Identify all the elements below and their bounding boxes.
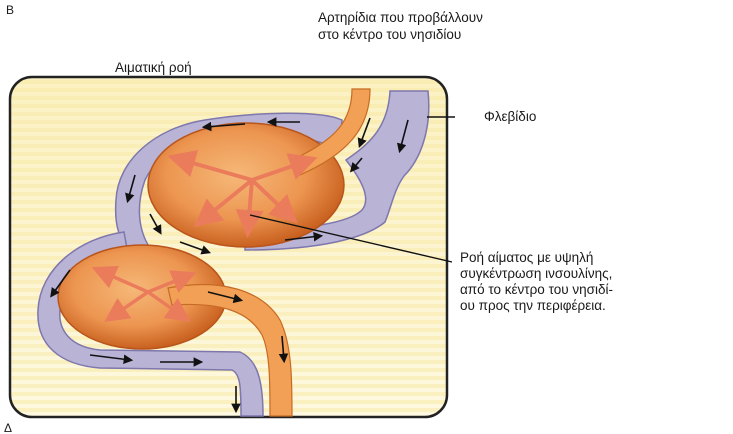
label-venule: Φλεβίδιο: [484, 109, 536, 124]
label-flow-line3: από το κέντρο του νησιδί-: [460, 282, 613, 297]
label-arterioles-line2: στο κέντρο του νησιδίου: [318, 27, 461, 42]
panel-letter-top: Β: [6, 3, 14, 17]
leader-lines: [249, 116, 455, 263]
label-flow-line2: συγκέντρωση ινσουλίνης,: [460, 266, 612, 281]
label-flow-line1: Ροή αίματος με υψηλή: [460, 250, 593, 265]
label-arterioles-line1: Αρτηρίδια που προβάλλουν: [318, 10, 483, 25]
label-flow-line4: ου προς την περιφέρεια.: [460, 298, 606, 313]
arteriole-lower: [167, 283, 293, 417]
flow-arrows-lower: [91, 265, 197, 323]
vessel-flow-arrows: [50, 117, 409, 414]
panel-letter-bottom: Δ: [4, 421, 12, 434]
label-blood-flow: Αιματική ροή: [115, 60, 192, 75]
flow-arrows-upper: [167, 150, 318, 238]
